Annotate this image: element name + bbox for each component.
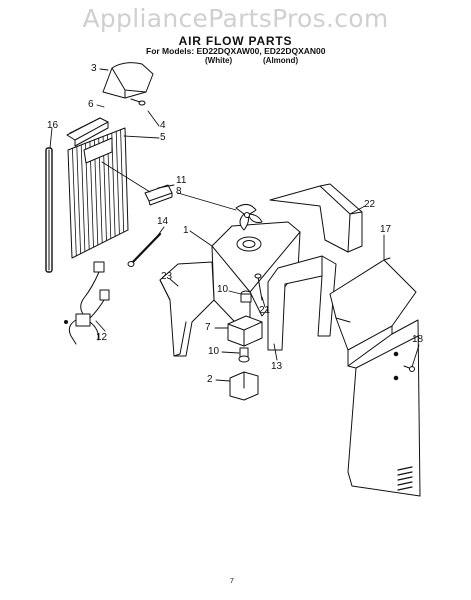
model-numbers: For Models: ED22DQXAW00, ED22DQXAN00 [146,46,326,56]
fan-motor-assembly [227,290,263,401]
callout-2: 2 [207,374,213,385]
panel-rib [120,129,125,233]
panel-vent-slot [397,466,413,471]
callout-11: 11 [176,175,187,186]
rod-part-14 [127,232,162,267]
panel-rib [80,144,86,252]
callout-16: 16 [47,120,59,131]
page-number: 7 [230,578,234,585]
callout-22: 22 [364,199,376,210]
callout-3: 3 [91,63,97,74]
callout-7: 7 [205,322,211,333]
rear-duct-part [269,183,363,253]
panel-vent-slot [397,476,413,481]
panel-vent-slot [397,481,413,486]
wiring-harness-part [64,261,110,345]
gasket-strip-part [45,147,53,273]
callout-21: 21 [259,305,271,316]
variant-almond: (Almond) [263,56,299,65]
callout-5: 5 [160,132,166,143]
variant-white: (White) [205,56,233,65]
callout-4: 4 [160,120,166,131]
panel-rib [76,146,81,255]
duct-cover-part [102,62,154,99]
diagram-title: AIR FLOW PARTS [178,34,293,48]
callout-12: 12 [96,332,108,343]
panel-vent-slot [397,471,413,476]
evaporator-panel-part [67,127,129,259]
panel-vent-slot [397,486,413,491]
watermark: AppliancePartsPros.com [82,4,389,33]
leader-lines [49,68,420,382]
panel-rib [115,130,120,235]
back-panel-part [329,257,421,497]
callout-1: 1 [183,225,189,236]
callout-6: 6 [88,99,94,110]
left-panel-part [159,261,215,357]
callout-10-lower: 10 [208,346,220,357]
u-duct-part [267,255,337,351]
screw-part-4 [130,98,146,106]
damper-handle-part [66,117,109,147]
callout-10-upper: 10 [217,284,229,295]
callout-18: 18 [412,334,424,345]
screw-part-21 [254,273,263,301]
screw-part-18 [403,365,415,372]
callout-23: 23 [161,271,173,282]
callout-13: 13 [271,361,283,372]
panel-rib [72,147,77,257]
fan-blade-part [235,204,263,231]
callout-17: 17 [380,224,392,235]
callout-8: 8 [176,186,182,197]
callout-14: 14 [157,216,169,227]
